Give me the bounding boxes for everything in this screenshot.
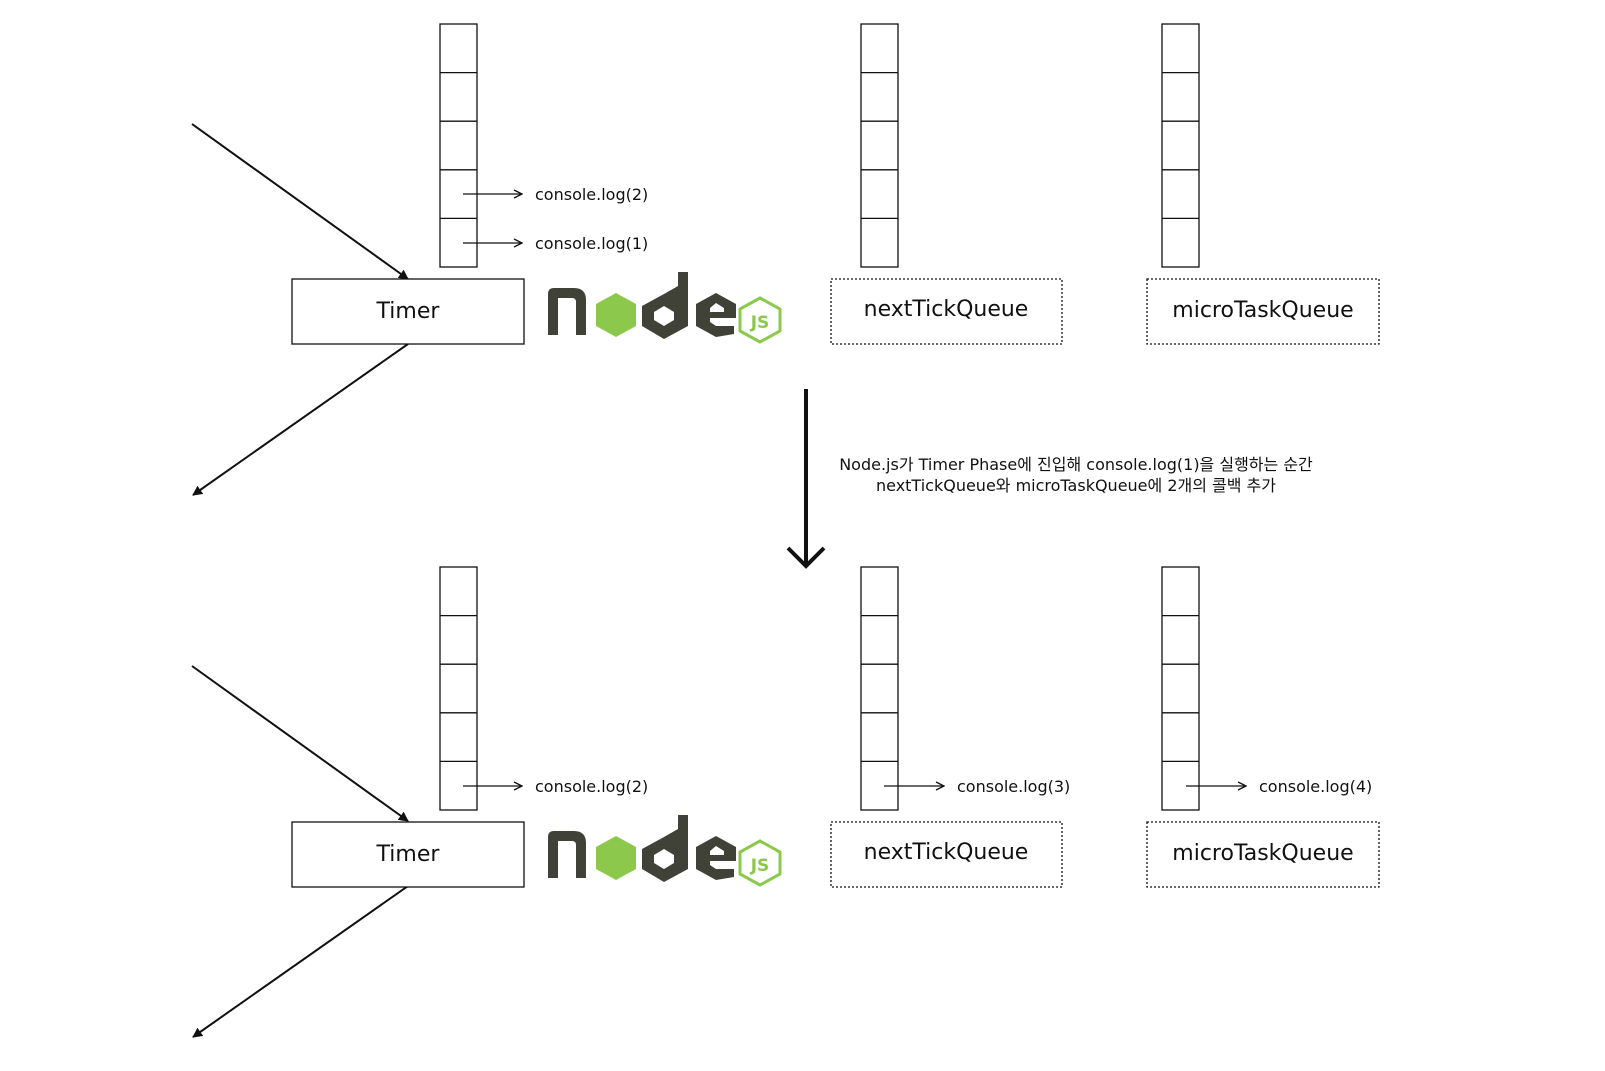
micro-task-stack (1161, 23, 1200, 268)
callback-label: console.log(2) (535, 777, 648, 796)
loop-in-arrow (191, 665, 409, 822)
loop-in-arrow (191, 123, 409, 280)
timer-phase-box (291, 278, 525, 345)
timer-stack (439, 566, 478, 811)
nodejs-badge-text: JS (750, 313, 770, 333)
callback-label: console.log(3) (957, 777, 1070, 796)
timer-stack (439, 23, 478, 268)
micro-task-queue-label: microTaskQueue (1172, 841, 1353, 866)
panel-before: console.log(2) console.log(1) Timer JS n… (191, 23, 1380, 496)
transition-caption-line-2: nextTickQueue와 microTaskQueue에 2개의 콜백 추가 (876, 476, 1276, 495)
callback-label: console.log(2) (535, 185, 648, 204)
micro-task-stack (1161, 566, 1200, 811)
next-tick-queue-label: nextTickQueue (864, 840, 1029, 865)
timer-phase-box (291, 821, 525, 888)
nodejs-badge-text: JS (750, 856, 770, 876)
next-tick-stack (860, 23, 899, 268)
loop-out-arrow (192, 885, 409, 1038)
next-tick-queue-box (830, 821, 1063, 888)
transition-caption-line-1: Node.js가 Timer Phase에 진입해 console.log(1)… (839, 455, 1313, 474)
micro-task-queue-box (1146, 821, 1380, 888)
transition: Node.js가 Timer Phase에 진입해 console.log(1)… (786, 389, 1313, 569)
panel-after: console.log(2) Timer JS console.log(3) n… (191, 566, 1380, 1038)
callback-label: console.log(4) (1259, 777, 1372, 796)
next-tick-stack (860, 566, 899, 811)
next-tick-queue-box (830, 278, 1063, 345)
timer-phase-label: Timer (376, 299, 441, 324)
callback-label: console.log(1) (535, 234, 648, 253)
loop-out-arrow (192, 343, 409, 496)
nodejs-logo: JS (548, 272, 782, 344)
nodejs-logo: JS (548, 815, 782, 887)
transition-arrow-head (786, 546, 826, 569)
micro-task-queue-label: microTaskQueue (1172, 298, 1353, 323)
next-tick-queue-label: nextTickQueue (864, 297, 1029, 322)
timer-phase-label: Timer (376, 842, 441, 867)
micro-task-queue-box (1146, 278, 1380, 345)
